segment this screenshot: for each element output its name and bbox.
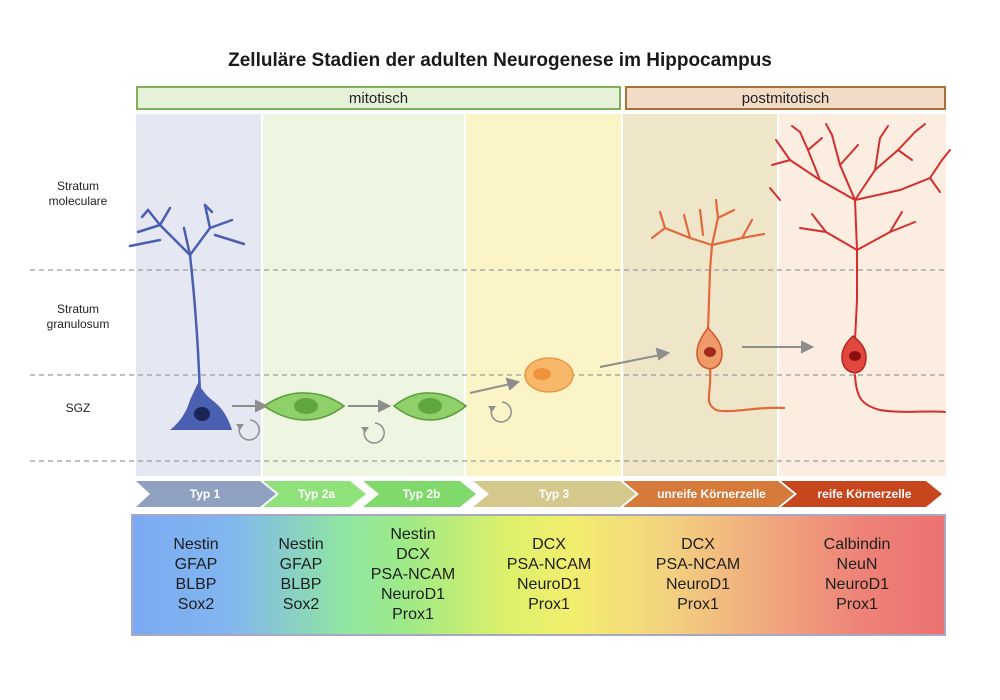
marker-item: BLBP bbox=[280, 576, 322, 593]
chevron-immature bbox=[623, 481, 794, 507]
chevron-type3 bbox=[473, 481, 636, 507]
marker-item: GFAP bbox=[279, 556, 323, 573]
stage-bg-type3 bbox=[623, 114, 777, 476]
layer-label-granular-text: Stratum granulosum bbox=[46, 302, 110, 331]
stage-label-type2b: Typ 2b bbox=[402, 487, 441, 501]
progression-arrows bbox=[232, 340, 815, 413]
self-renewal-icon-type2a bbox=[363, 422, 385, 444]
marker-item: Sox2 bbox=[177, 596, 215, 613]
marker-column-type1: Nestin GFAP BLBP Sox2 bbox=[133, 516, 259, 634]
chevron-type2a bbox=[263, 481, 366, 507]
marker-column-type3: DCX PSA-NCAM NeuroD1 Prox1 bbox=[489, 516, 609, 634]
marker-item: GFAP bbox=[174, 556, 218, 573]
marker-item: Sox2 bbox=[282, 596, 320, 613]
marker-column-immature: DCX PSA-NCAM NeuroD1 Prox1 bbox=[638, 516, 758, 634]
layer-label-granular: Stratum granulosum bbox=[28, 302, 128, 332]
stage-label-type2a: Typ 2a bbox=[297, 487, 336, 501]
marker-item: NeuroD1 bbox=[665, 576, 731, 593]
mature-neuron-nucleus bbox=[849, 351, 861, 361]
stage-label-immature: unreife Körnerzelle bbox=[657, 487, 766, 501]
marker-item: DCX bbox=[681, 536, 715, 553]
marker-column-type2a: Nestin GFAP BLBP Sox2 bbox=[251, 516, 351, 634]
marker-item: NeuroD1 bbox=[824, 576, 890, 593]
stage-label-type1: Typ 1 bbox=[189, 487, 221, 501]
marker-column-mature: Calbindin NeuN NeuroD1 Prox1 bbox=[797, 516, 917, 634]
marker-item: PSA-NCAM bbox=[370, 566, 456, 583]
type1-cell-illustration bbox=[128, 203, 246, 397]
layer-label-molecular: Stratum moleculare bbox=[28, 179, 128, 209]
stage-label-mature: reife Körnerzelle bbox=[817, 487, 912, 501]
phase-postmitotic-header: postmitotisch bbox=[625, 86, 946, 110]
type2a-nucleus bbox=[294, 398, 318, 414]
marker-item: PSA-NCAM bbox=[655, 556, 741, 573]
mature-neuron-dendrites bbox=[769, 123, 951, 413]
self-renewal-icon-type1 bbox=[238, 419, 260, 441]
stage-bg-type2b bbox=[466, 114, 621, 476]
layer-label-molecular-text: Stratum moleculare bbox=[48, 179, 108, 208]
self-renewal-icons bbox=[236, 401, 512, 444]
phase-mitotic-header: mitotisch bbox=[136, 86, 621, 110]
type3-nucleus bbox=[533, 368, 551, 380]
immature-neuron-nucleus bbox=[704, 347, 716, 357]
type1-cell-nucleus bbox=[194, 407, 210, 421]
marker-item: NeuroD1 bbox=[516, 576, 582, 593]
marker-item: Nestin bbox=[278, 536, 324, 553]
chevron-mature bbox=[781, 481, 942, 507]
marker-column-type2b: Nestin DCX PSA-NCAM NeuroD1 Prox1 bbox=[353, 516, 473, 634]
type2b-nucleus bbox=[418, 398, 442, 414]
marker-item: Nestin bbox=[390, 526, 436, 543]
marker-item: DCX bbox=[396, 546, 430, 563]
marker-table: Nestin GFAP BLBP Sox2 Nestin GFAP BLBP S… bbox=[131, 514, 946, 636]
marker-item: Calbindin bbox=[823, 536, 891, 553]
figure-title: Zelluläre Stadien der adulten Neurogenes… bbox=[228, 50, 772, 71]
layer-label-sgz: SGZ bbox=[65, 401, 91, 415]
marker-item: Prox1 bbox=[677, 596, 719, 613]
marker-item: Prox1 bbox=[392, 606, 434, 623]
arrow-2b-to-3 bbox=[469, 383, 511, 394]
marker-item: Nestin bbox=[173, 536, 219, 553]
marker-item: PSA-NCAM bbox=[506, 556, 592, 573]
self-renewal-icon-type2b bbox=[490, 401, 512, 423]
stage-bg-type2a bbox=[263, 114, 464, 476]
chevron-type1 bbox=[136, 481, 276, 507]
stage-bg-mature bbox=[779, 114, 946, 476]
marker-item: Prox1 bbox=[528, 596, 570, 613]
marker-item: DCX bbox=[532, 536, 566, 553]
stage-label-type3: Typ 3 bbox=[538, 487, 570, 501]
marker-item: NeuroD1 bbox=[380, 586, 446, 603]
marker-item: NeuN bbox=[836, 556, 878, 573]
stage-chevron-band bbox=[136, 481, 942, 507]
type1-cell-body bbox=[170, 383, 232, 430]
arrow-3-to-immature bbox=[599, 354, 661, 368]
chevron-type2b bbox=[363, 481, 476, 507]
marker-item: Prox1 bbox=[836, 596, 878, 613]
immature-neuron-illustration bbox=[650, 198, 786, 413]
marker-item: BLBP bbox=[175, 576, 217, 593]
